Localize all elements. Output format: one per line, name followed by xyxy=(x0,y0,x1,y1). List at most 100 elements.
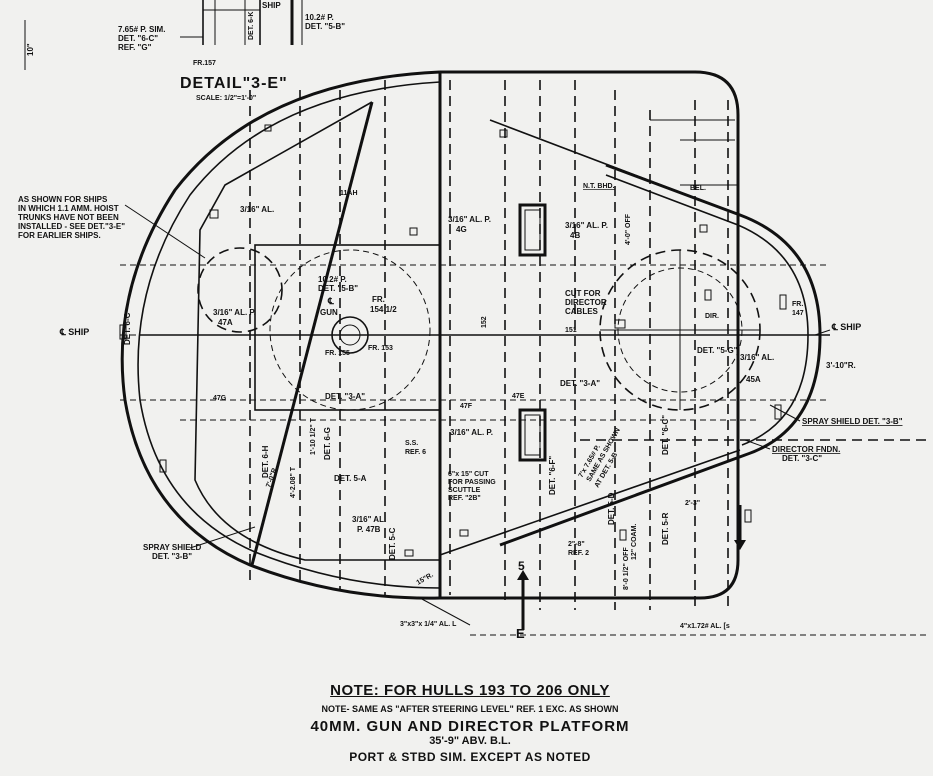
det-tag: DET. "6-F" xyxy=(548,456,557,495)
centerline-ship-left: ℄ SHIP xyxy=(59,327,89,337)
detail-label: 7.65# P. SIM. xyxy=(118,25,165,34)
detail-label: REF. "G" xyxy=(118,43,152,52)
port-stbd-note: PORT & STBD SIM. EXCEPT AS NOTED xyxy=(349,750,591,765)
misc-label: REF. 2 xyxy=(568,550,589,557)
detail-label: FR.157 xyxy=(193,60,216,67)
det-tag: DET. 5-R xyxy=(661,512,670,545)
spray-shield-right: SPRAY SHIELD DET. "3-B" xyxy=(802,417,903,426)
gun-label: GUN xyxy=(320,308,338,317)
det-tag: DET. 6-H xyxy=(261,445,270,478)
hoist-note-line: AS SHOWN FOR SHIPS xyxy=(18,195,108,204)
detail-label: DET. 6-K xyxy=(248,12,255,40)
cut-scuttle-note: 6"x 15" CUT FOR PASSING SCUTTLE REF. "2B… xyxy=(448,471,496,502)
director-circle xyxy=(599,249,761,411)
detail-label: 10" xyxy=(26,43,35,56)
cut-director-note: CUT FOR DIRECTOR CABLES xyxy=(565,289,607,316)
stiffener-marks xyxy=(119,124,787,557)
detail-label: DET. "6-C" xyxy=(118,34,158,43)
plate-label: 3/16" AL. P. xyxy=(448,215,491,224)
scuttle-cutout xyxy=(518,408,547,462)
detail-label: SHIP xyxy=(262,1,281,10)
misc-label: 15"R. xyxy=(416,572,435,587)
det-tag: DET. 6-G xyxy=(323,427,332,460)
angle-bottom: 3"x3"x 1/4" AL. L xyxy=(400,621,457,628)
det-tag: DET. 5-C xyxy=(388,527,397,560)
plate-label: 45A xyxy=(746,375,761,384)
misc-label: 2"-8" xyxy=(568,541,585,548)
plate-label: 3/16" AL. xyxy=(740,353,774,362)
reference-note: NOTE- SAME AS "AFTER STEERING LEVEL" REF… xyxy=(321,704,619,715)
misc-label: BEL. xyxy=(690,185,706,192)
det-tag: DET. "3-A" xyxy=(325,392,365,401)
plate-label: 3/16" AL. xyxy=(352,515,386,524)
director-fndn: DET. "3-C" xyxy=(782,454,822,463)
centerline-ship-right: ℄ SHIP xyxy=(831,322,861,332)
misc-label: FR. 155 xyxy=(325,350,350,357)
section-mark: E xyxy=(516,626,525,641)
detail-label: 10.2# P. xyxy=(305,13,334,22)
platform-outline xyxy=(120,70,822,600)
plate-label: 3/16" AL. xyxy=(240,205,274,214)
cut-director-line: DIRECTOR xyxy=(565,298,607,307)
gun-labels: 10.2# P. DET. "5-B" FR. 154 1/2 ℄ GUN xyxy=(318,275,397,317)
misc-label: DIR. xyxy=(705,313,719,320)
misc-label: 47E xyxy=(512,393,525,400)
gun-label: DET. "5-B" xyxy=(318,284,358,293)
hoist-note-line: INSTALLED - SEE DET."3-E" xyxy=(18,222,125,231)
gun-foundation xyxy=(197,244,441,411)
plate-label: 3/16" AL. P. xyxy=(450,428,493,437)
cut-scuttle-line: FOR PASSING xyxy=(448,479,496,486)
detail-scale: SCALE: 1/2"=1'-0" xyxy=(196,95,256,102)
plate-label: P. 47B xyxy=(357,525,381,534)
hull-note: NOTE: FOR HULLS 193 TO 206 ONLY xyxy=(330,682,610,699)
director-fndn: DIRECTOR FNDN. xyxy=(772,445,840,454)
misc-label: N.T. BHD. xyxy=(583,183,615,190)
cut-scuttle-line: SCUTTLE xyxy=(448,487,481,494)
misc-label: 4'-0" OFF xyxy=(625,213,632,245)
cut-director-line: CUT FOR xyxy=(565,289,601,298)
misc-label: 2'-3" xyxy=(685,500,700,507)
plate-label: 3/16" AL. P. xyxy=(565,221,608,230)
hoist-note: AS SHOWN FOR SHIPS IN WHICH 1.1 AMM. HOI… xyxy=(18,195,125,240)
misc-label: FR. xyxy=(792,301,803,308)
plate-label: 4G xyxy=(456,225,467,234)
misc-label: FR. 153 xyxy=(368,345,393,352)
misc-label: 5 xyxy=(518,559,525,573)
leader-lines xyxy=(124,204,831,626)
misc-label: 47F xyxy=(460,403,473,410)
gun-label: FR. xyxy=(372,295,385,304)
det-tag: DET. "6-C" xyxy=(661,415,670,455)
title-block: NOTE: FOR HULLS 193 TO 206 ONLY NOTE- SA… xyxy=(260,682,680,765)
cut-scuttle-line: 6"x 15" CUT xyxy=(448,471,489,478)
det-tag: DET. 6-C xyxy=(123,312,132,345)
misc-label: 151 xyxy=(565,327,577,334)
det-tag: DET. "5-G" xyxy=(697,346,738,355)
radius-right: 3'-10"R. xyxy=(826,361,856,370)
gun-label: 154 1/2 xyxy=(370,305,397,314)
misc-label: 4'-2.08" T xyxy=(290,466,297,498)
misc-label: REF. 6 xyxy=(405,449,426,456)
cut-director-line: CABLES xyxy=(565,307,599,316)
misc-label: 47G xyxy=(213,395,227,402)
spray-shield-left: SPRAY SHIELD xyxy=(143,543,201,552)
hoist-note-line: TRUNKS HAVE NOT BEEN xyxy=(18,213,119,222)
misc-label: 12" COAM. xyxy=(631,524,638,560)
misc-label: 147 xyxy=(792,310,804,317)
gun-label: ℄ xyxy=(327,296,334,306)
section-arrows: E xyxy=(516,505,746,641)
hoist-note-line: FOR EARLIER SHIPS. xyxy=(18,231,101,240)
plate-label: 4B xyxy=(570,231,580,240)
drawing-title: 40MM. GUN AND DIRECTOR PLATFORM xyxy=(310,717,630,735)
spray-shield-left: DET. "3-B" xyxy=(152,552,192,561)
misc-label: 8'-0 1/2" OFF xyxy=(623,547,630,590)
frame-lines xyxy=(120,80,930,636)
detail-title: DETAIL"3-E" xyxy=(180,75,288,92)
misc-labels: 11AH N.T. BHD. BEL. DIR. FR. 147 SAME AS… xyxy=(213,183,804,590)
detail-tags: DET. "3-A" DET. "3-A" DET. 5-A DET. 6-H … xyxy=(123,312,738,560)
detail-3e: 7.65# P. SIM. DET. "6-C" REF. "G" 10.2# … xyxy=(24,0,345,102)
hoist-note-line: IN WHICH 1.1 AMM. HOIST xyxy=(18,204,119,213)
cable-cutout xyxy=(518,203,547,257)
plate-label: 47A xyxy=(218,318,233,327)
detail-label: DET. "5-B" xyxy=(305,22,345,31)
